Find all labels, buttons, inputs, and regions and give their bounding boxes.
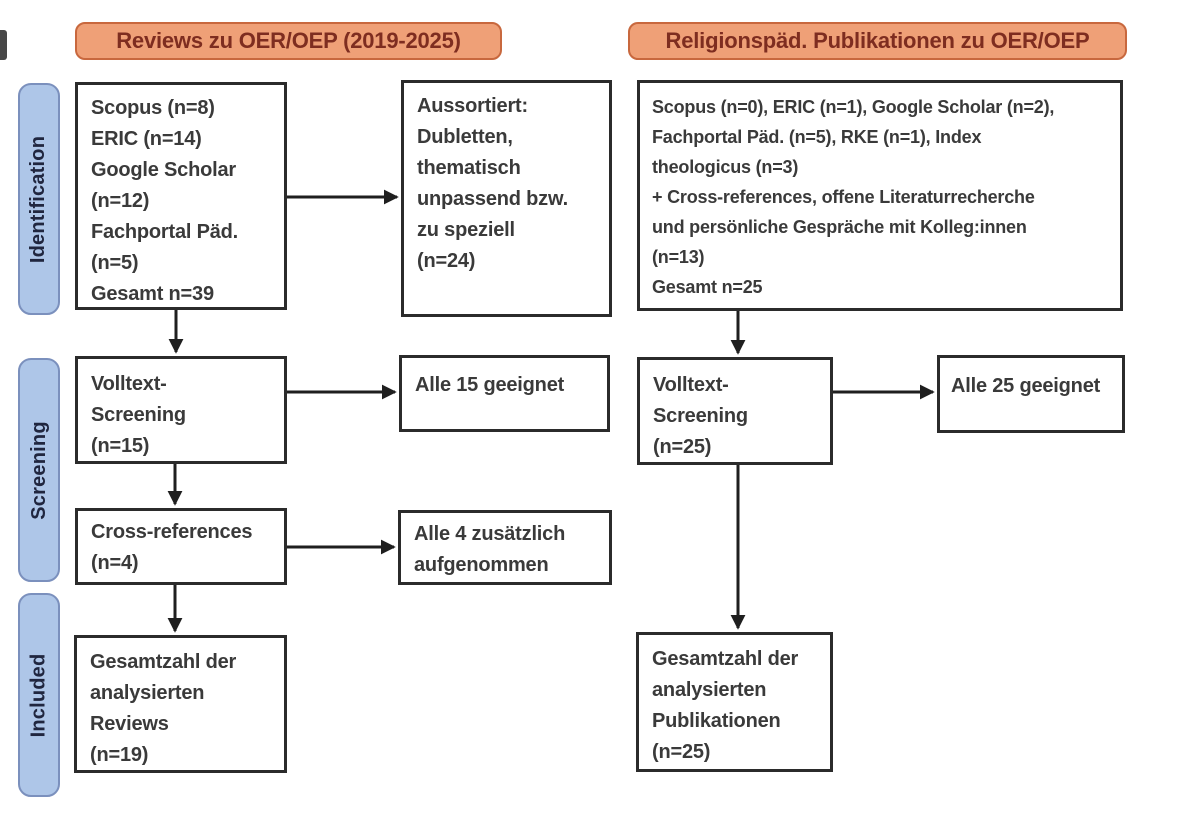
node-left-sources: Scopus (n=8) ERIC (n=14) Google Scholar … xyxy=(75,82,287,310)
node-right-fulltext-screening: Volltext- Screening (n=25) xyxy=(637,357,833,465)
column-header-reviews: Reviews zu OER/OEP (2019-2025) xyxy=(75,22,502,60)
stage-label-screening: Screening xyxy=(27,420,50,520)
node-left-crossref-result: Alle 4 zusätzlich aufgenommen xyxy=(398,510,612,585)
node-right-included-total: Gesamtzahl der analysierten Publikatione… xyxy=(636,632,833,772)
column-header-religionspaed: Religionspäd. Publikationen zu OER/OEP xyxy=(628,22,1127,60)
node-left-fulltext-screening: Volltext- Screening (n=15) xyxy=(75,356,287,464)
stage-label-included: Included xyxy=(27,653,50,737)
stage-bar-identification: Identification xyxy=(18,83,60,315)
node-right-sources: Scopus (n=0), ERIC (n=1), Google Scholar… xyxy=(637,80,1123,311)
node-left-included-total: Gesamtzahl der analysierten Reviews (n=1… xyxy=(74,635,287,773)
node-left-fulltext-result: Alle 15 geeignet xyxy=(399,355,610,432)
node-left-cross-references: Cross-references (n=4) xyxy=(75,508,287,585)
left-edge-artifact xyxy=(0,30,7,60)
node-left-excluded: Aussortiert: Dubletten, thematisch unpas… xyxy=(401,80,612,317)
stage-bar-included: Included xyxy=(18,593,60,797)
node-right-fulltext-result: Alle 25 geeignet xyxy=(937,355,1125,433)
stage-label-identification: Identification xyxy=(27,135,50,263)
stage-bar-screening: Screening xyxy=(18,358,60,582)
